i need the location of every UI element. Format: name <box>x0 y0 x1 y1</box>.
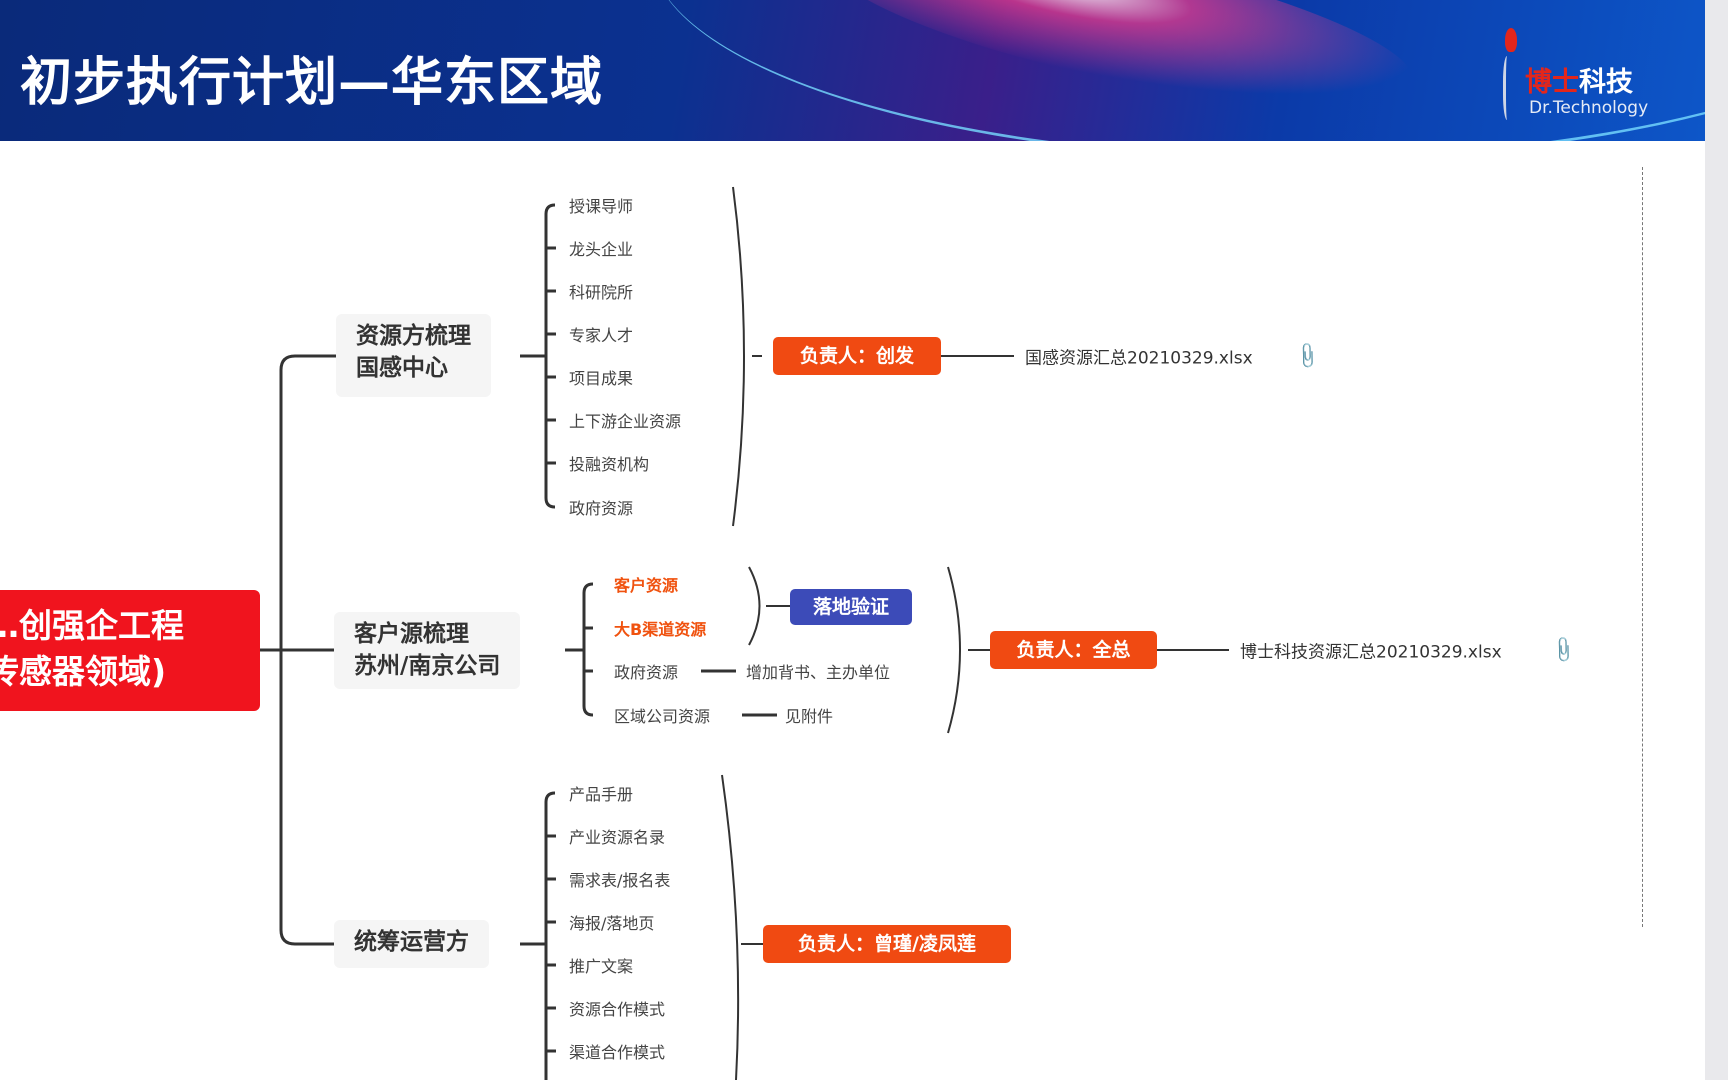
list-item[interactable]: 科研院所 <box>569 283 634 302</box>
list-item[interactable]: 政府资源 <box>569 499 634 518</box>
list-item[interactable]: 授课导师 <box>569 197 634 216</box>
list-item[interactable]: 需求表/报名表 <box>569 871 671 890</box>
branch-title: 统筹运营方 <box>354 929 469 955</box>
branch-subtitle: 国感中心 <box>356 355 448 381</box>
root-line-2: 传感器领域) <box>0 652 167 691</box>
list-item-highlighted[interactable]: 大B渠道资源 <box>614 620 707 639</box>
note-item[interactable]: 增加背书、主办单位 <box>746 663 891 682</box>
logo-text-red: 博士 <box>1525 67 1579 98</box>
list-item[interactable]: 产业资源名录 <box>569 828 666 847</box>
list-item[interactable]: 上下游企业资源 <box>569 412 682 431</box>
list-item[interactable]: 区域公司资源 <box>614 707 711 726</box>
list-item[interactable]: 投融资机构 <box>569 455 650 474</box>
note-item[interactable]: 见附件 <box>785 707 834 726</box>
attachment-file-link[interactable]: 国感资源汇总20210329.xlsx <box>1025 348 1253 369</box>
list-item[interactable]: 政府资源 <box>614 663 679 682</box>
branch-node-customer[interactable]: 客户源梳理 苏州/南京公司 <box>334 612 521 689</box>
attachment-file-link[interactable]: 博士科技资源汇总20210329.xlsx <box>1240 642 1502 663</box>
list-item[interactable]: 龙头企业 <box>569 240 634 259</box>
owner-pill[interactable]: 负责人：曾瑾/凌凤莲 <box>763 925 1011 963</box>
root-node[interactable]: …创强企工程 传感器领域) <box>0 590 260 711</box>
list-item[interactable]: 海报/落地页 <box>569 914 655 933</box>
branch-node-operations[interactable]: 统筹运营方 <box>334 920 489 968</box>
list-item[interactable]: 资源合作模式 <box>569 1000 666 1019</box>
branch-title: 资源方梳理 <box>356 323 471 349</box>
flame-icon <box>1505 28 1517 52</box>
logo-text-white: 科技 <box>1579 67 1633 98</box>
list-item[interactable]: 项目成果 <box>569 369 634 388</box>
list-item[interactable]: 渠道合作模式 <box>569 1043 666 1062</box>
slide-title: 初步执行计划—华东区域 <box>20 53 604 113</box>
owner-pill[interactable]: 负责人：全总 <box>990 631 1157 669</box>
branch-subtitle: 苏州/南京公司 <box>354 653 501 679</box>
company-logo: 博士科技 Dr.Technology <box>1499 28 1659 123</box>
verify-pill[interactable]: 落地验证 <box>790 589 912 625</box>
logo-stem-icon <box>1503 56 1513 120</box>
list-item-highlighted[interactable]: 客户资源 <box>614 576 679 595</box>
owner-pill[interactable]: 负责人：创发 <box>773 337 941 375</box>
branch-title: 客户源梳理 <box>354 621 469 647</box>
list-item[interactable]: 推广文案 <box>569 957 634 976</box>
list-item[interactable]: 产品手册 <box>569 785 634 804</box>
slide-header: 初步执行计划—华东区域 博士科技 Dr.Technology <box>0 0 1705 141</box>
root-line-1: …创强企工程 <box>0 606 184 645</box>
branch-node-resource[interactable]: 资源方梳理 国感中心 <box>336 314 491 397</box>
logo-text-en: Dr.Technology <box>1529 98 1649 118</box>
dashed-divider <box>1642 167 1643 927</box>
list-item[interactable]: 专家人才 <box>569 326 634 345</box>
window-edge <box>1705 0 1728 1080</box>
